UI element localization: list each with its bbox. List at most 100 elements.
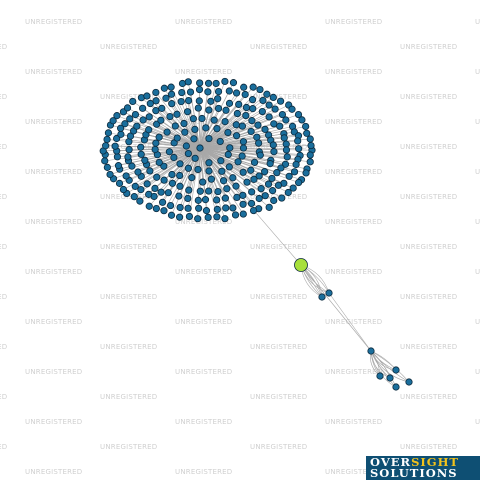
graph-node [162, 94, 170, 102]
watermark-layer: UNREGISTERED UNREGISTERED UNREGISTERED UNRE… [0, 18, 480, 476]
watermark-text: UNREGISTERED [475, 118, 480, 126]
graph-node [168, 100, 176, 108]
graph-node [223, 185, 231, 193]
watermark-text: UNREGISTERED [175, 418, 232, 426]
graph-node [195, 85, 204, 94]
logo-line-1: OVERSIGHT [370, 455, 459, 469]
graph-node [101, 157, 109, 165]
graph-node [219, 177, 228, 185]
graph-node [160, 207, 168, 215]
graph-node [191, 154, 199, 162]
logo-text-sight: SIGHT [411, 455, 459, 469]
graph-node [239, 168, 247, 176]
graph-edge [199, 147, 209, 192]
graph-edge [191, 147, 201, 178]
graph-node [295, 178, 303, 187]
graph-node [152, 97, 160, 105]
graph-node [294, 137, 302, 145]
graph-node [213, 196, 221, 204]
graph-node [302, 122, 310, 131]
graph-node [221, 194, 229, 202]
watermark-text: UNREGISTERED [475, 68, 480, 76]
graph-node [249, 83, 257, 91]
graph-node [166, 112, 174, 121]
graph-node [221, 118, 229, 126]
graph-node [255, 172, 263, 180]
graph-node [233, 193, 241, 201]
graph-node [282, 116, 290, 124]
graph-node [164, 189, 172, 197]
watermark-text: UNREGISTERED [400, 143, 457, 151]
graph-node [239, 138, 248, 146]
graph-node [176, 182, 184, 190]
graph-node [232, 121, 240, 129]
graph-node [184, 96, 193, 105]
graph-node [259, 96, 267, 105]
graph-node [298, 116, 306, 124]
graph-node [198, 114, 206, 123]
graph-node [141, 156, 149, 164]
graph-node [103, 163, 111, 171]
graph-node [249, 206, 258, 215]
graph-node [233, 109, 241, 118]
graph-edge [140, 146, 201, 149]
graph-node [184, 164, 192, 172]
graph-node [160, 162, 168, 170]
graph-node [253, 133, 261, 141]
graph-node [254, 121, 262, 129]
graph-node [199, 178, 207, 186]
watermark-text: UNREGISTERED [25, 168, 82, 176]
watermark-text: UNREGISTERED [0, 43, 7, 51]
graph-node [231, 211, 240, 219]
watermark-text: UNREGISTERED [175, 68, 232, 76]
graph-node [212, 79, 220, 88]
graph-node [115, 179, 124, 187]
graph-node [184, 194, 192, 203]
watermark-text: UNREGISTERED [475, 318, 480, 326]
graph-node [190, 135, 198, 143]
graph-node [185, 212, 194, 221]
watermark-text: UNREGISTERED [25, 118, 82, 126]
graph-node [214, 104, 223, 113]
graph-edge [199, 147, 204, 183]
graph-node [307, 141, 315, 150]
graph-node [218, 167, 226, 175]
graph-node [217, 157, 225, 165]
watermark-text: UNREGISTERED [475, 168, 480, 176]
graph-node [225, 99, 234, 107]
graph-edge [199, 147, 221, 161]
watermark-text: UNREGISTERED [100, 243, 157, 251]
graph-edge [153, 147, 201, 197]
graph-edge [199, 115, 246, 149]
graph-node [104, 129, 113, 137]
graph-edge [199, 147, 252, 193]
graph-node [280, 134, 288, 142]
graph-node [303, 129, 311, 137]
watermark-text: UNREGISTERED [25, 368, 82, 376]
graph-node [139, 116, 147, 124]
graph-node [264, 180, 273, 188]
graph-node [213, 205, 221, 214]
graph-node [126, 132, 135, 140]
watermark-text: UNREGISTERED [25, 68, 82, 76]
watermark-text: UNREGISTERED [175, 368, 232, 376]
watermark-text: UNREGISTERED [175, 168, 232, 176]
graph-node [145, 126, 153, 134]
watermark-text: UNREGISTERED [100, 193, 157, 201]
graph-node [261, 192, 269, 200]
watermark-text: UNREGISTERED [400, 43, 457, 51]
graph-node [270, 196, 278, 205]
graph-node [238, 122, 246, 130]
graph-node [194, 196, 202, 204]
graph-node [189, 115, 197, 123]
graph-node [216, 137, 224, 146]
graph-node [283, 153, 291, 161]
graph-node [288, 105, 296, 113]
graph-node [224, 128, 232, 137]
graph-edge [199, 124, 259, 149]
graph-node [124, 153, 132, 161]
watermark-text: UNREGISTERED [0, 93, 7, 101]
graph-node [247, 199, 256, 208]
graph-node [232, 182, 240, 190]
graph-node [152, 88, 160, 97]
